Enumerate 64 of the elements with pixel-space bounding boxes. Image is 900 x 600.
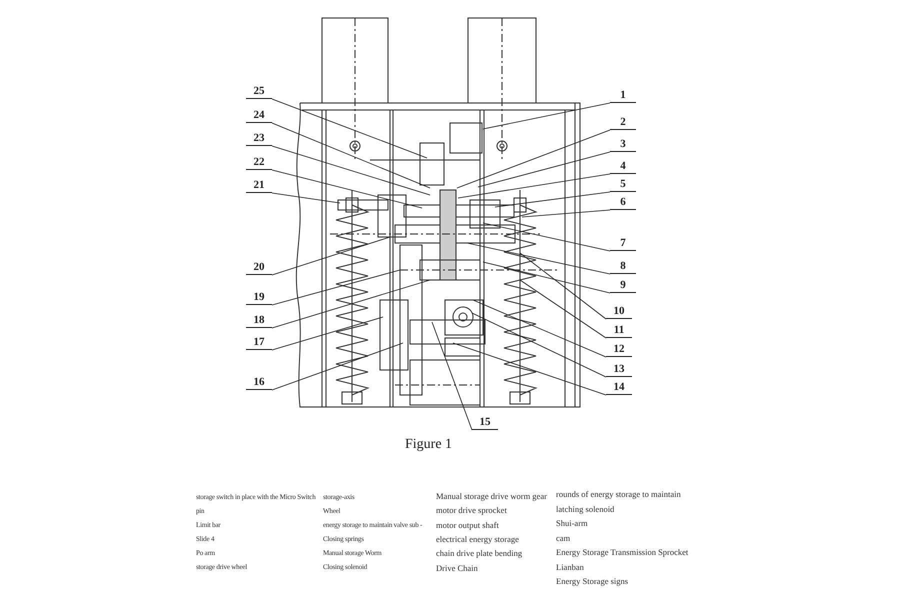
part-name: motor output shaft xyxy=(436,520,499,530)
callout-number: 22 xyxy=(246,156,272,170)
part-name: cam xyxy=(556,532,570,542)
leader-line xyxy=(452,342,606,396)
leader-line xyxy=(482,222,610,252)
callout-number: 18 xyxy=(246,314,272,328)
leader-line xyxy=(432,322,472,430)
leader-line xyxy=(272,98,428,158)
part-name: motor drive sprocket xyxy=(436,505,507,516)
callout-number: 19 xyxy=(246,291,272,305)
callout-number: 7 xyxy=(610,237,636,251)
leader-line xyxy=(272,342,404,390)
part-name: Drive Chain xyxy=(436,562,478,572)
leader-line xyxy=(272,236,390,276)
part-name: Energy Storage Transmission Sprocket xyxy=(556,547,688,557)
callout-number: 25 xyxy=(246,85,272,99)
part-name: Energy Storage signs xyxy=(556,576,628,586)
leader-line xyxy=(272,280,430,328)
callout-number: 5 xyxy=(610,178,636,192)
callout-number: 11 xyxy=(606,324,632,338)
leader-line xyxy=(482,262,610,294)
callout-number: 8 xyxy=(610,260,636,274)
leader-line xyxy=(456,130,610,188)
leader-line xyxy=(520,252,606,320)
part-name: rounds of energy storage to maintain xyxy=(556,489,681,499)
callout-number: 17 xyxy=(246,336,272,350)
callout-number: 6 xyxy=(610,196,636,210)
part-name: electrical energy storage xyxy=(436,534,519,544)
callout-number: 16 xyxy=(246,376,272,390)
part-name: Manual storage drive worm gear xyxy=(436,491,547,501)
leader-line xyxy=(482,102,610,130)
leader-line xyxy=(522,210,610,218)
callout-number: 20 xyxy=(246,261,272,275)
part-name: Shui-arm xyxy=(556,518,588,528)
leader-line xyxy=(272,192,340,204)
leader-line xyxy=(520,280,606,338)
part-name: chain drive plate bending xyxy=(436,548,522,558)
callout-number: 13 xyxy=(606,363,632,377)
callout-number: 9 xyxy=(610,279,636,293)
callout-number: 10 xyxy=(606,305,632,319)
callout-number: 12 xyxy=(606,343,632,357)
leader-line xyxy=(458,174,610,198)
leader-line xyxy=(494,192,610,208)
callout-number: 21 xyxy=(246,179,272,193)
callout-number: 2 xyxy=(610,116,636,130)
callout-number: 23 xyxy=(246,132,272,146)
callout-number: 4 xyxy=(610,160,636,174)
callout-number: 14 xyxy=(606,381,632,395)
leader-line xyxy=(472,300,606,358)
leader-line xyxy=(272,316,384,350)
callout-number: 15 xyxy=(472,416,498,430)
leader-line xyxy=(272,146,430,196)
part-name: latching solenoid xyxy=(556,504,614,514)
callout-number: 24 xyxy=(246,109,272,123)
callout-number: 3 xyxy=(610,138,636,152)
leader-line xyxy=(272,170,422,208)
leader-line xyxy=(466,242,610,274)
leader-line xyxy=(472,312,606,378)
part-name: Lianban xyxy=(556,562,584,572)
leader-line xyxy=(272,270,400,306)
callout-number: 1 xyxy=(610,89,636,103)
figure-caption: Figure 1 xyxy=(405,437,452,453)
leader-line xyxy=(272,122,430,188)
leader-line xyxy=(478,152,610,188)
